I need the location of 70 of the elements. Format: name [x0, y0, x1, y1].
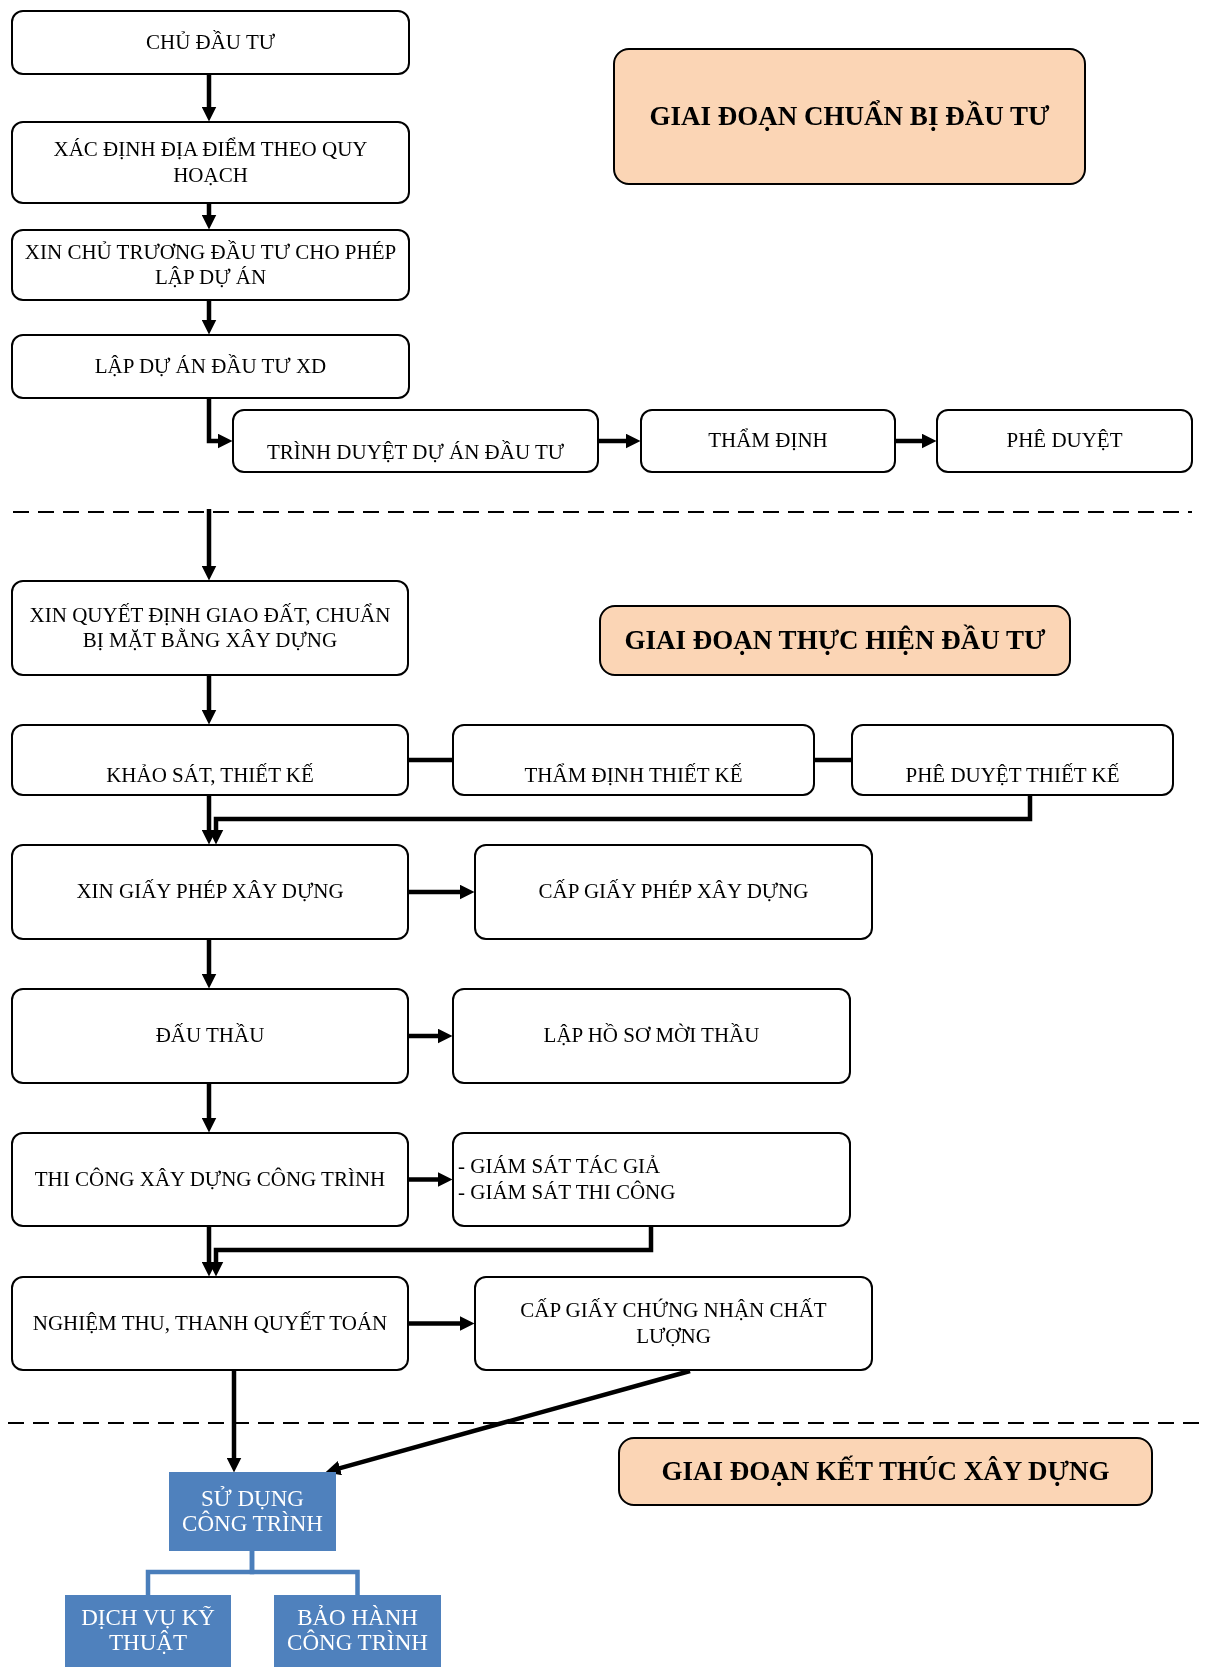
arrow — [226, 1371, 242, 1473]
box-text: ĐẤU THẦU — [155, 1023, 265, 1049]
connector-line — [815, 757, 851, 763]
process-box — [11, 988, 409, 1084]
arrow — [201, 75, 217, 122]
process-box — [11, 334, 410, 399]
box-text: THI CÔNG XÂY DỰNG CÔNG TRÌNH — [34, 1166, 386, 1193]
process-box — [474, 844, 873, 940]
box-text: CẤP GIẤY PHÉP XÂY DỰNG — [538, 879, 809, 905]
process-box — [11, 10, 410, 75]
box-text: CẤP GIẤY CHỨNG NHẬN CHẤT LƯỢNG — [519, 1298, 828, 1349]
arrow — [206, 399, 233, 449]
box-text: XIN QUYẾT ĐỊNH GIAO ĐẤT, CHUẨN BỊ MẶT BẰNG XÂY DỰNG — [28, 602, 392, 654]
box-text: DỊCH VỤ KỸ THUẬT — [80, 1606, 216, 1656]
phase-title: GIAI ĐOẠN KẾT THÚC XÂY DỰNG — [661, 1456, 1110, 1487]
box-text: TRÌNH DUYỆT DỰ ÁN ĐẦU TƯ — [266, 439, 565, 465]
process-box — [452, 988, 851, 1084]
box-text: - GIÁM SÁT TÁC GIẢ — [458, 1154, 661, 1180]
arrow — [896, 433, 937, 449]
phase-banner — [613, 48, 1086, 185]
phase-banner — [618, 1437, 1153, 1506]
arrow — [409, 884, 475, 900]
process-box — [11, 580, 409, 676]
arrow — [325, 1368, 691, 1476]
box-text: LẬP HỒ SƠ MỜI THẦU — [543, 1023, 760, 1049]
bracket-connector — [249, 1551, 360, 1595]
outcome-box — [169, 1472, 336, 1551]
arrow — [409, 1172, 453, 1187]
process-box — [474, 1276, 873, 1371]
arrow — [201, 676, 217, 725]
arrow — [201, 940, 217, 989]
box-text: LẬP DỰ ÁN ĐẦU TƯ XD — [94, 353, 327, 380]
process-box — [452, 724, 815, 796]
arrow — [599, 433, 641, 449]
box-text: THẨM ĐỊNH — [708, 428, 828, 454]
box-text: KHẢO SÁT, THIẾT KẾ — [106, 762, 314, 788]
phase-banner — [599, 605, 1071, 676]
box-text: - GIÁM SÁT THI CÔNG — [458, 1179, 676, 1205]
box-text: XIN GIẤY PHÉP XÂY DỰNG — [76, 879, 344, 905]
process-box — [640, 409, 896, 473]
box-text: SỬ DỤNG CÔNG TRÌNH — [181, 1486, 324, 1537]
process-box — [11, 229, 410, 301]
box-text: PHÊ DUYỆT — [1006, 428, 1123, 454]
arrow — [201, 204, 217, 230]
box-text: XIN CHỦ TRƯƠNG ĐẦU TƯ CHO PHÉP LẬP DỰ ÁN — [23, 239, 398, 291]
arrow — [409, 1028, 453, 1044]
process-box — [11, 724, 409, 796]
arrow — [201, 301, 217, 335]
box-text: XÁC ĐỊNH ĐỊA ĐIỂM THEO QUY HOẠCH — [52, 137, 369, 188]
box-text: BẢO HÀNH CÔNG TRÌNH — [286, 1606, 429, 1656]
outcome-box — [65, 1595, 231, 1667]
box-text: NGHIỆM THU, THANH QUYẾT TOÁN — [32, 1310, 388, 1337]
arrow — [201, 1084, 217, 1133]
outcome-box — [274, 1595, 441, 1667]
process-box — [11, 844, 409, 940]
box-text: CHỦ ĐẦU TƯ — [145, 29, 276, 56]
phase-title: GIAI ĐOẠN THỰC HIỆN ĐẦU TƯ — [624, 625, 1046, 656]
process-box — [11, 121, 410, 204]
arrow — [409, 1316, 475, 1331]
process-box — [232, 409, 599, 473]
arrow — [201, 509, 217, 581]
process-box — [11, 1132, 409, 1227]
box-text: THẨM ĐỊNH THIẾT KẾ — [524, 762, 743, 788]
box-text: PHÊ DUYỆT THIẾT KẾ — [905, 762, 1120, 788]
connector-line — [409, 757, 452, 763]
process-box — [452, 1132, 851, 1227]
process-box — [936, 409, 1193, 473]
phase-title: GIAI ĐOẠN CHUẨN BỊ ĐẦU TƯ — [649, 101, 1050, 132]
process-box — [11, 1276, 409, 1371]
process-box — [851, 724, 1174, 796]
